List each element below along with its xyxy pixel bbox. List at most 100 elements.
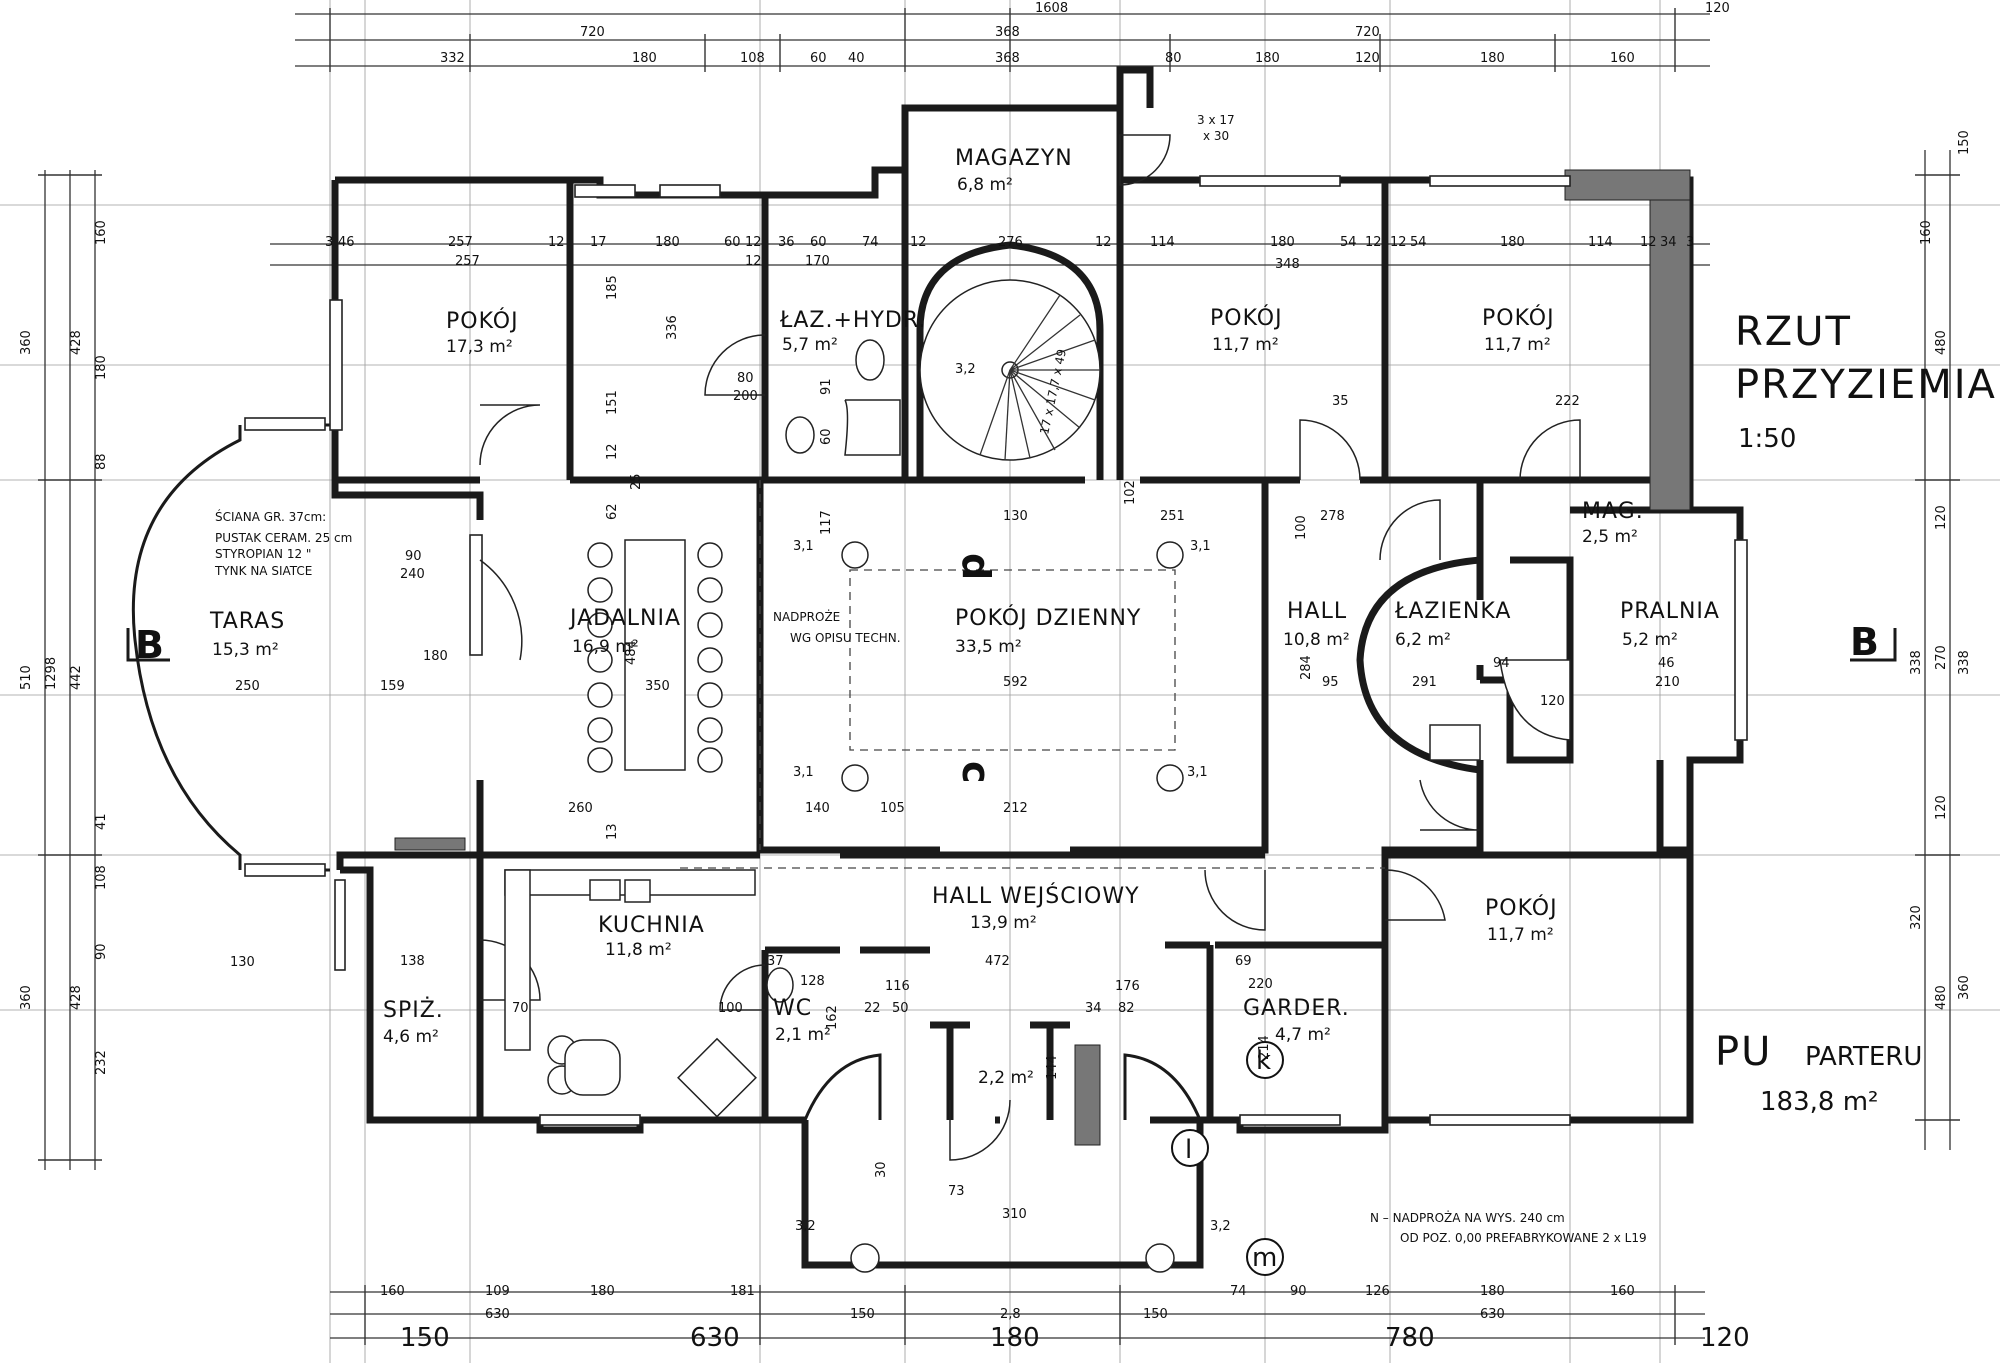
idim-52: 162 bbox=[825, 1005, 840, 1030]
title-line-1: RZUT bbox=[1735, 309, 1852, 355]
idim-18: 159 bbox=[380, 679, 405, 694]
idim-0: 257 bbox=[455, 254, 480, 269]
room-kuchnia-area: 11,8 m² bbox=[605, 940, 672, 960]
idim-43: 116 bbox=[885, 979, 910, 994]
dim-top-row1-a: 720 bbox=[580, 25, 605, 40]
dim-b1-3: 181 bbox=[730, 1284, 755, 1299]
lintel-note-2: WG OPISU TECHN. bbox=[790, 631, 901, 645]
idim-50: 220 bbox=[1248, 977, 1273, 992]
dim-b2-0: 630 bbox=[485, 1307, 510, 1322]
idim-62: 130 bbox=[230, 955, 255, 970]
section-markers: d c k l m bbox=[954, 553, 1284, 1276]
dim-top-row2-j: 180 bbox=[1480, 51, 1505, 66]
marker-k: k bbox=[1256, 1046, 1271, 1076]
room-taras-name: TARAS bbox=[209, 609, 285, 634]
dim-r3-8: 36 bbox=[778, 235, 795, 250]
dim-l-5: 442 bbox=[69, 665, 84, 690]
room-pokoj-3-area: 11,7 m² bbox=[1484, 335, 1551, 355]
dim-b2-1: 150 bbox=[850, 1307, 875, 1322]
dim-r3-2: 257 bbox=[448, 235, 473, 250]
dim-b1-7: 180 bbox=[1480, 1284, 1505, 1299]
dim-r3-0: 3 bbox=[325, 235, 333, 250]
room-vestibule-area: 2,2 m² bbox=[978, 1068, 1034, 1088]
dim-b1-6: 126 bbox=[1365, 1284, 1390, 1299]
room-hall-area: 10,8 m² bbox=[1283, 630, 1350, 650]
dim-top-row2-h: 180 bbox=[1255, 51, 1280, 66]
room-garder-name: GARDER. bbox=[1243, 996, 1350, 1021]
room-pokoj-4-area: 11,7 m² bbox=[1487, 925, 1554, 945]
dim-r3-1: 46 bbox=[338, 235, 355, 250]
room-spiz-area: 4,6 m² bbox=[383, 1027, 439, 1047]
left-dimensions bbox=[38, 170, 102, 1170]
idim-2: 336 bbox=[665, 315, 680, 340]
dim-b3-2: 180 bbox=[990, 1323, 1040, 1353]
dim-b3-1: 630 bbox=[690, 1323, 740, 1353]
hatched-walls bbox=[394, 169, 1691, 1146]
idim-41: 35 bbox=[1332, 394, 1349, 409]
doors bbox=[479, 134, 1581, 1161]
idim-23: 130 bbox=[1003, 509, 1028, 524]
idim-60: 138 bbox=[400, 954, 425, 969]
idim-51: 214 bbox=[1257, 1035, 1272, 1060]
dim-l-13: 160 bbox=[94, 220, 109, 245]
idim-29: 140 bbox=[805, 801, 830, 816]
dim-r3r-4: 12 bbox=[1390, 235, 1407, 250]
idim-6: 13 bbox=[605, 823, 620, 840]
footer-note-2: OD POZ. 0,00 PREFABRYKOWANE 2 x L19 bbox=[1400, 1231, 1647, 1245]
dim-r-2: 480 bbox=[1934, 330, 1949, 355]
dim-l-6: 428 bbox=[69, 985, 84, 1010]
dim-b1-8: 160 bbox=[1610, 1284, 1635, 1299]
idim-15: 240 bbox=[400, 567, 425, 582]
dim-top-row2-f: 368 bbox=[995, 51, 1020, 66]
room-magazyn-name: MAGAZYN bbox=[955, 146, 1073, 171]
height-marks: 3,1 3,1 3,1 3,1 3,2 3,2 3,2 bbox=[793, 362, 1231, 1234]
dim-l-3: 1298 bbox=[44, 657, 59, 690]
dim-top-row2-d: 60 bbox=[810, 51, 827, 66]
dim-b1-4: 74 bbox=[1230, 1284, 1247, 1299]
idim-32: 284 bbox=[1299, 655, 1314, 680]
room-pralnia-area: 5,2 m² bbox=[1622, 630, 1678, 650]
right-dimensions bbox=[1915, 150, 1960, 1150]
room-magazyn-area: 6,8 m² bbox=[957, 175, 1013, 195]
dim-r-8: 480 bbox=[1934, 985, 1949, 1010]
idim-5: 62 bbox=[605, 503, 620, 520]
dim-r3-3: 12 bbox=[548, 235, 565, 250]
idim-54: 128 bbox=[800, 974, 825, 989]
room-mag-name: MAG. bbox=[1582, 499, 1644, 524]
idim-46: 82 bbox=[1118, 1001, 1135, 1016]
dim-r3-7: 12 bbox=[745, 235, 762, 250]
dim-r-6: 120 bbox=[1934, 795, 1949, 820]
idim-24: 251 bbox=[1160, 509, 1185, 524]
dimension-numbers: 1608 720 368 720 120 332 180 108 60 40 3… bbox=[19, 1, 1972, 1353]
dim-b1-2: 180 bbox=[590, 1284, 615, 1299]
idim-16: 180 bbox=[423, 649, 448, 664]
dim-top-row2-c: 108 bbox=[740, 51, 765, 66]
dim-r-7: 320 bbox=[1909, 905, 1924, 930]
idim-55: 100 bbox=[718, 1001, 743, 1016]
dim-r3r-10: 3 bbox=[1686, 235, 1694, 250]
dim-r-0: 150 bbox=[1957, 130, 1972, 155]
idim-11: 60 bbox=[819, 428, 834, 445]
room-hall-wejsciowy-area: 13,9 m² bbox=[970, 913, 1037, 933]
lintel-note-1: NADPROŻE bbox=[773, 609, 840, 624]
dim-r3r-5: 54 bbox=[1410, 235, 1427, 250]
marker-m: m bbox=[1252, 1243, 1277, 1273]
windows bbox=[329, 175, 1748, 1126]
idim-20: 484 bbox=[624, 640, 639, 665]
idim-57: 310 bbox=[1002, 1207, 1027, 1222]
dim-r3r-9: 34 bbox=[1660, 235, 1677, 250]
idim-47: 22 bbox=[864, 1001, 881, 1016]
stair-top-note-2: x 30 bbox=[1203, 129, 1229, 143]
interior-walls bbox=[335, 170, 1690, 1269]
height-mark-4: 3,1 bbox=[1187, 765, 1208, 780]
dim-r3-9: 60 bbox=[810, 235, 827, 250]
exterior-walls bbox=[331, 66, 1744, 1134]
idim-45: 34 bbox=[1085, 1001, 1102, 1016]
dim-r-4: 338 bbox=[1909, 650, 1924, 675]
dim-top-total: 1608 bbox=[1035, 1, 1068, 16]
wall-note-1: ŚCIANA GR. 37cm: bbox=[215, 509, 326, 524]
top-dimensions bbox=[270, 8, 1710, 266]
dim-r-5: 270 bbox=[1934, 645, 1949, 670]
height-mark-1: 3,1 bbox=[793, 539, 814, 554]
section-mark-right: B bbox=[1850, 620, 1879, 664]
